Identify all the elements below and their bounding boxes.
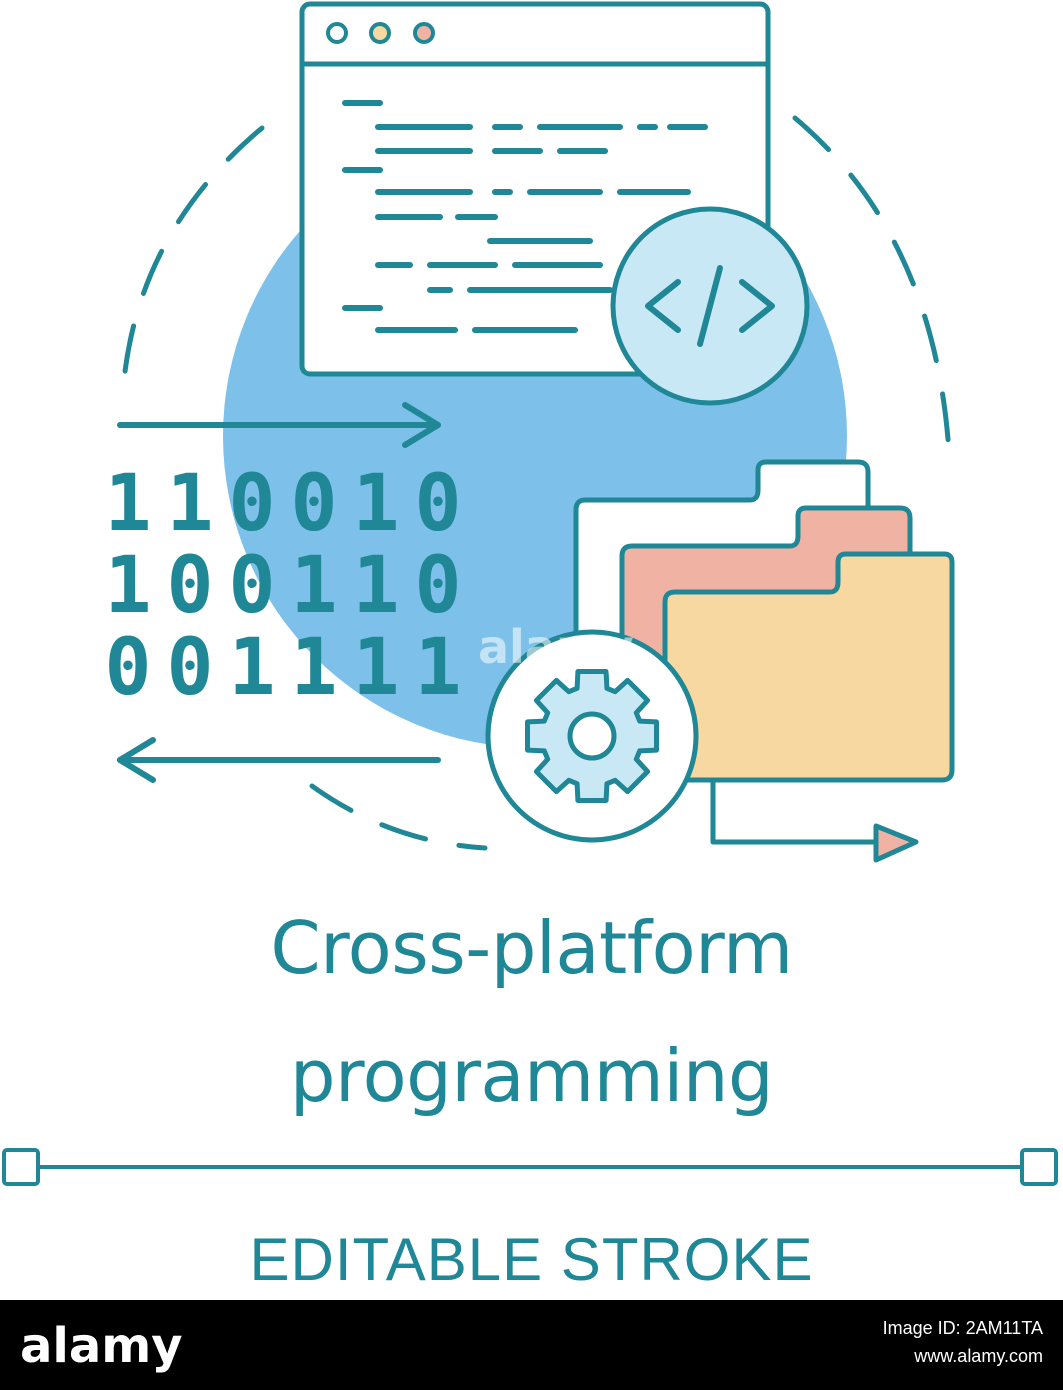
binary-digit: 1 — [353, 459, 400, 549]
binary-digit: 1 — [415, 623, 462, 713]
code-lines — [342, 100, 708, 333]
binary-digit: 1 — [353, 541, 400, 631]
arrow-left-icon — [117, 737, 441, 783]
editable-stroke-caption: EDITABLE STROKE — [249, 1226, 814, 1293]
binary-digit: 0 — [229, 459, 276, 549]
window-dot-2 — [369, 22, 391, 44]
binary-digit: 0 — [229, 541, 276, 631]
binary-digit: 1 — [167, 459, 214, 549]
gear-icon — [485, 629, 699, 843]
arrow-out-icon — [710, 777, 919, 863]
footer-info: Image ID: 2AM11TA www.alamy.com — [883, 1314, 1043, 1370]
binary-digit: 1 — [105, 459, 152, 549]
footer-bar: alamy Image ID: 2AM11TA www.alamy.com — [0, 1300, 1063, 1390]
binary-digit: 1 — [291, 623, 338, 713]
binary-digit: 1 — [291, 541, 338, 631]
binary-digit: 0 — [167, 623, 214, 713]
editable-stroke-line-icon — [2, 1148, 1058, 1186]
window-dot-3 — [413, 22, 435, 44]
dashed-orbit — [121, 115, 953, 851]
binary-digit: 0 — [415, 541, 462, 631]
stroke-handle-right — [1020, 1148, 1058, 1186]
arrow-right-icon — [117, 402, 441, 448]
binary-digit: 1 — [353, 623, 400, 713]
title-line-1: Cross-platform — [270, 906, 793, 990]
binary-digit: 0 — [291, 459, 338, 549]
stroke-handle-left — [2, 1148, 40, 1186]
footer-image-id: Image ID: 2AM11TA — [882, 1318, 1043, 1338]
binary-digit: 0 — [105, 623, 152, 713]
folder-stack-icon — [573, 459, 955, 783]
footer-site: www.alamy.com — [914, 1346, 1043, 1366]
window-dot-1 — [326, 22, 348, 44]
watermark: alamy — [478, 620, 634, 674]
binary-digit: 1 — [105, 541, 152, 631]
binary-digit: 1 — [229, 623, 276, 713]
footer-logo: alamy — [20, 1318, 183, 1374]
code-tag-icon — [610, 206, 810, 406]
binary-digit: 0 — [167, 541, 214, 631]
title-line-2: programming — [289, 1034, 774, 1118]
binary-digit: 0 — [415, 459, 462, 549]
